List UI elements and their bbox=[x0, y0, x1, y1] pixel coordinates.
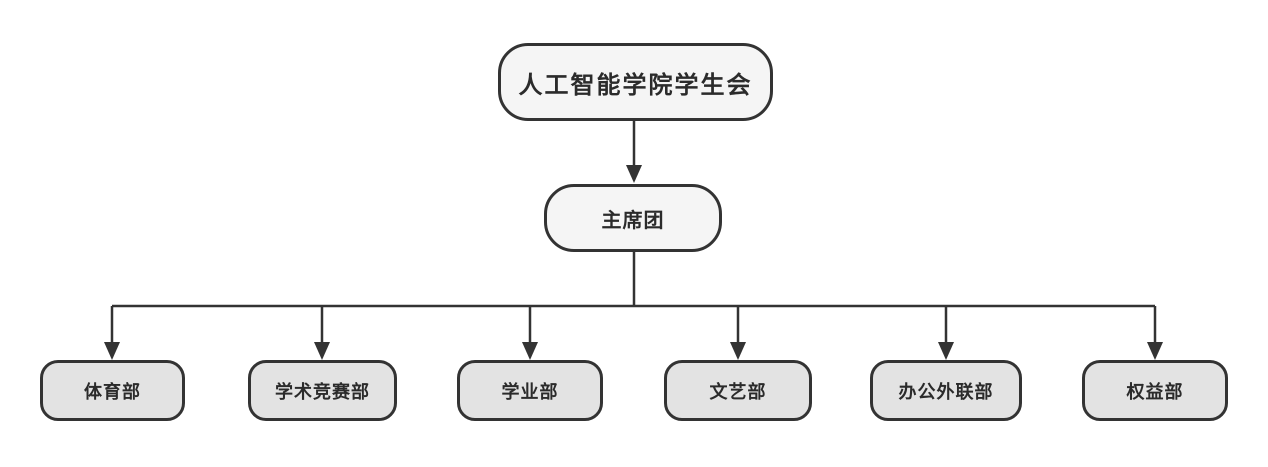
node-presidium: 主席团 bbox=[544, 184, 722, 252]
node-dept-sports-label: 体育部 bbox=[84, 381, 141, 402]
node-dept-rights-label: 权益部 bbox=[1126, 381, 1184, 402]
node-dept-academic-competition-label: 学术竞赛部 bbox=[275, 381, 370, 402]
node-dept-office-liaison-label: 办公外联部 bbox=[898, 381, 994, 402]
arrow-down-icon bbox=[522, 342, 538, 360]
node-dept-arts: 文艺部 bbox=[664, 360, 812, 421]
node-dept-studies-label: 学业部 bbox=[501, 381, 559, 402]
arrow-down-icon bbox=[314, 342, 330, 360]
node-dept-studies: 学业部 bbox=[457, 360, 603, 421]
node-dept-rights: 权益部 bbox=[1082, 360, 1228, 421]
node-presidium-label: 主席团 bbox=[601, 209, 665, 232]
node-student-union: 人工智能学院学生会 bbox=[498, 43, 773, 121]
node-student-union-label: 人工智能学院学生会 bbox=[518, 71, 753, 99]
node-dept-academic-competition: 学术竞赛部 bbox=[248, 360, 397, 421]
arrow-down-icon bbox=[730, 342, 746, 360]
arrow-down-icon bbox=[626, 165, 642, 183]
node-dept-office-liaison: 办公外联部 bbox=[870, 360, 1022, 421]
arrow-down-icon bbox=[938, 342, 954, 360]
arrow-down-icon bbox=[104, 342, 120, 360]
node-dept-arts-label: 文艺部 bbox=[709, 381, 767, 402]
node-dept-sports: 体育部 bbox=[40, 360, 185, 421]
arrow-down-icon bbox=[1147, 342, 1163, 360]
